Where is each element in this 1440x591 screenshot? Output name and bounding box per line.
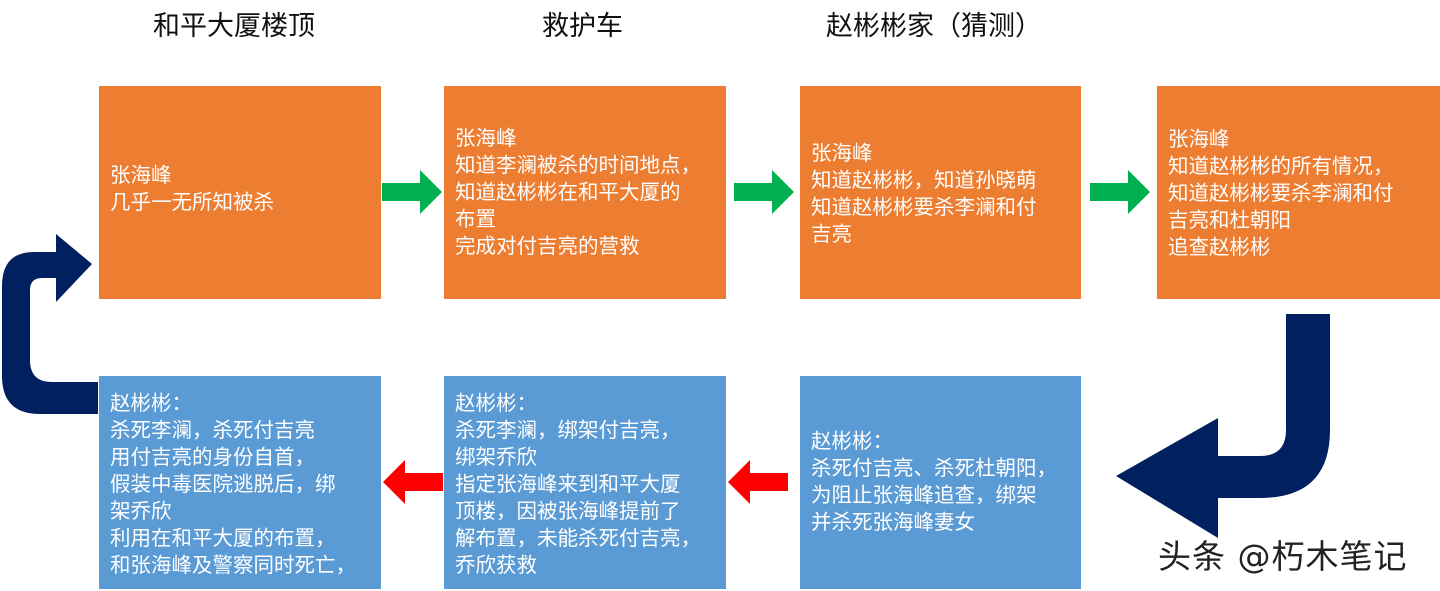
box-text-line: 赵彬彬： bbox=[811, 429, 893, 453]
box-text-line: 赵彬彬： bbox=[455, 391, 537, 415]
box-text-line: 并杀死张海峰妻女 bbox=[811, 510, 975, 534]
red-arrow-left-2 bbox=[728, 460, 788, 504]
box-bottom-1: 赵彬彬： 杀死李澜，杀死付吉亮用付吉亮的身份自首， 假装中毒医院逃脱后，绑架乔欣利用… bbox=[99, 376, 381, 589]
box-text-line: 乔欣获救 bbox=[455, 553, 537, 577]
box-text-line: 知道赵彬彬要杀李澜和付 bbox=[1168, 181, 1394, 205]
box-text-line: 吉亮和杜朝阳 bbox=[1168, 208, 1291, 232]
green-arrow-right-3 bbox=[1090, 170, 1150, 214]
box-text-line: 用付吉亮的身份自首， bbox=[110, 445, 315, 469]
box-text-line: 顶楼，因被张海峰提前了 bbox=[455, 499, 681, 523]
box-bottom-3: 赵彬彬： 杀死付吉亮、杀死杜朝阳， 为阻止张海峰追查，绑架并杀死张海峰妻女 bbox=[800, 376, 1081, 589]
box-text-line: 架乔欣 bbox=[110, 499, 172, 523]
box-text-line: 赵彬彬： bbox=[110, 391, 192, 415]
box-text-line: 杀死李澜，杀死付吉亮 bbox=[110, 418, 315, 442]
box-text-line: 张海峰 bbox=[811, 141, 873, 165]
box-text-line: 完成对付吉亮的营救 bbox=[455, 234, 640, 258]
box-text-line: 张海峰 bbox=[1168, 127, 1230, 151]
navy-loop-arrow-left bbox=[2, 234, 98, 414]
box-text-line: 杀死付吉亮、杀死杜朝阳， bbox=[811, 456, 1057, 480]
box-top-1: 张海峰几乎一无所知被杀 bbox=[99, 86, 381, 299]
box-text-line: 知道李澜被杀的时间地点， bbox=[455, 153, 701, 177]
box-text-line: 知道赵彬彬要杀李澜和付 bbox=[811, 195, 1037, 219]
navy-uturn-arrow-right bbox=[1116, 314, 1330, 538]
box-text-line: 追查赵彬彬 bbox=[1168, 235, 1271, 259]
box-text-line: 杀死李澜，绑架付吉亮， bbox=[455, 418, 681, 442]
red-arrow-left-1 bbox=[383, 460, 443, 504]
box-top-2: 张海峰知道李澜被杀的时间地点， 知道赵彬彬在和平大厦的布置完成对付吉亮的营救 bbox=[444, 86, 726, 299]
box-text-line: 绑架乔欣 bbox=[455, 445, 537, 469]
box-text-line: 利用在和平大厦的布置， bbox=[110, 526, 336, 550]
box-text-line: 知道赵彬彬，知道孙晓萌 bbox=[811, 168, 1037, 192]
box-text-line: 张海峰 bbox=[455, 126, 517, 150]
box-text-line: 吉亮 bbox=[811, 222, 852, 246]
box-top-4: 张海峰知道赵彬彬的所有情况， 知道赵彬彬要杀李澜和付吉亮和杜朝阳追查赵彬彬 bbox=[1157, 86, 1440, 299]
box-text-line: 张海峰 bbox=[110, 162, 172, 187]
box-text-line: 布置 bbox=[455, 207, 496, 231]
box-text-line: 解布置，未能杀死付吉亮， bbox=[455, 526, 701, 550]
box-text-line: 几乎一无所知被杀 bbox=[110, 189, 274, 214]
box-top-3: 张海峰知道赵彬彬，知道孙晓萌知道赵彬彬要杀李澜和付吉亮 bbox=[800, 86, 1081, 299]
box-text-line: 假装中毒医院逃脱后，绑 bbox=[110, 472, 336, 496]
box-text-line: 指定张海峰来到和平大厦 bbox=[455, 472, 681, 496]
box-text-line: 和张海峰及警察同时死亡， bbox=[110, 553, 356, 577]
box-text-line: 知道赵彬彬的所有情况， bbox=[1168, 154, 1394, 178]
box-text-line: 为阻止张海峰追查，绑架 bbox=[811, 483, 1037, 507]
header-roof: 和平大厦楼顶 bbox=[153, 11, 315, 42]
watermark: 头条 @朽木笔记 bbox=[1158, 537, 1408, 576]
header-ambulance: 救护车 bbox=[542, 11, 623, 42]
green-arrow-right-2 bbox=[734, 170, 794, 214]
green-arrow-right-1 bbox=[382, 170, 442, 214]
header-zhao-home: 赵彬彬家（猜测） bbox=[826, 11, 1042, 42]
box-text-line: 知道赵彬彬在和平大厦的 bbox=[455, 180, 681, 204]
box-bottom-2: 赵彬彬： 杀死李澜，绑架付吉亮， 绑架乔欣指定张海峰来到和平大厦顶楼，因被张海峰提前… bbox=[444, 376, 726, 589]
